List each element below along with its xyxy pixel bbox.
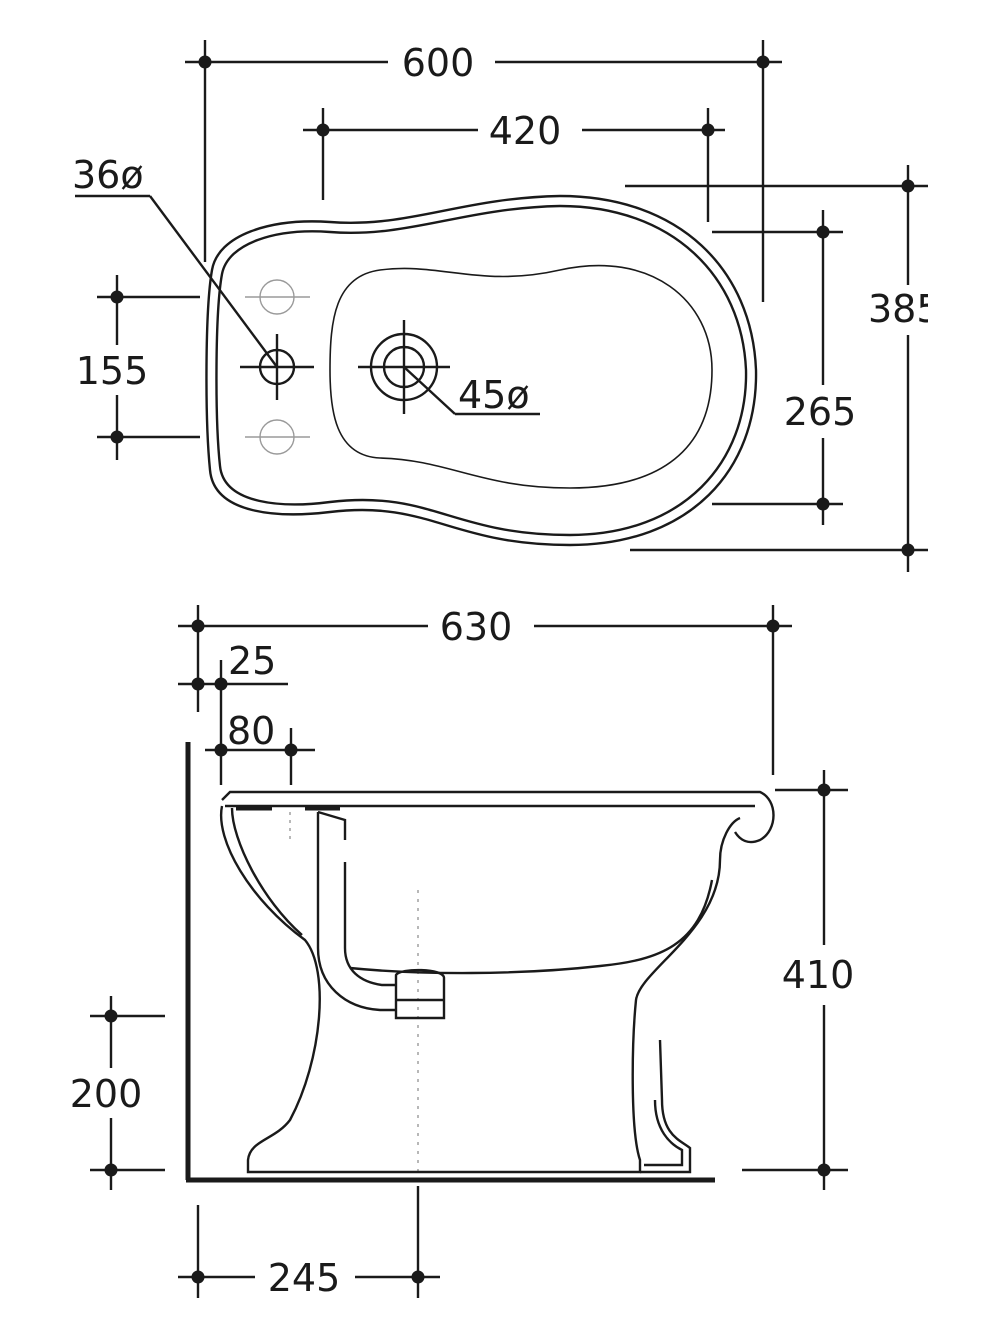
bidet-body [219, 805, 741, 1174]
dim-hole-spacing: 155 [76, 275, 200, 460]
top-view: 600 420 36ø 155 [72, 40, 941, 572]
dim-drain-hole: 45ø [403, 366, 540, 417]
dim-inlet-height: 200 [70, 996, 165, 1190]
dim-overall-length: 630 [178, 605, 792, 775]
side-view: 630 25 80 410 [70, 605, 854, 1300]
dim-label-245: 245 [268, 1256, 341, 1300]
dim-label-155: 155 [76, 349, 149, 393]
internal-pipe [316, 812, 396, 1012]
dim-label-200: 200 [70, 1072, 143, 1116]
dim-label-630: 630 [440, 605, 513, 649]
drain-fitting [394, 968, 446, 1020]
dim-rim-offset: 25 [178, 639, 288, 785]
dim-label-265: 265 [784, 390, 857, 434]
dim-inner-depth: 265 [712, 210, 856, 525]
dim-label-45: 45ø [458, 373, 530, 417]
dim-outlet-distance: 245 [178, 1186, 440, 1300]
dim-overall-depth: 385 [625, 165, 941, 572]
dim-label-385: 385 [868, 287, 941, 331]
dim-label-600: 600 [402, 41, 475, 85]
bowl-outer-outline [205, 194, 758, 547]
dim-label-420: 420 [489, 109, 562, 153]
dim-label-80: 80 [227, 709, 275, 753]
dim-spout-offset: 80 [205, 709, 315, 785]
basin-outline [329, 264, 713, 489]
dim-tap-spacing: 420 [303, 108, 725, 222]
dim-overall-height: 410 [742, 770, 854, 1190]
dim-label-36: 36ø [72, 153, 144, 197]
bidet-rim [221, 790, 775, 844]
dim-overall-width: 600 [185, 40, 782, 302]
dim-label-25: 25 [228, 639, 276, 683]
dim-label-410: 410 [782, 953, 855, 997]
dim-tap-hole: 36ø [72, 153, 278, 368]
bowl-rim-outline [215, 204, 748, 537]
